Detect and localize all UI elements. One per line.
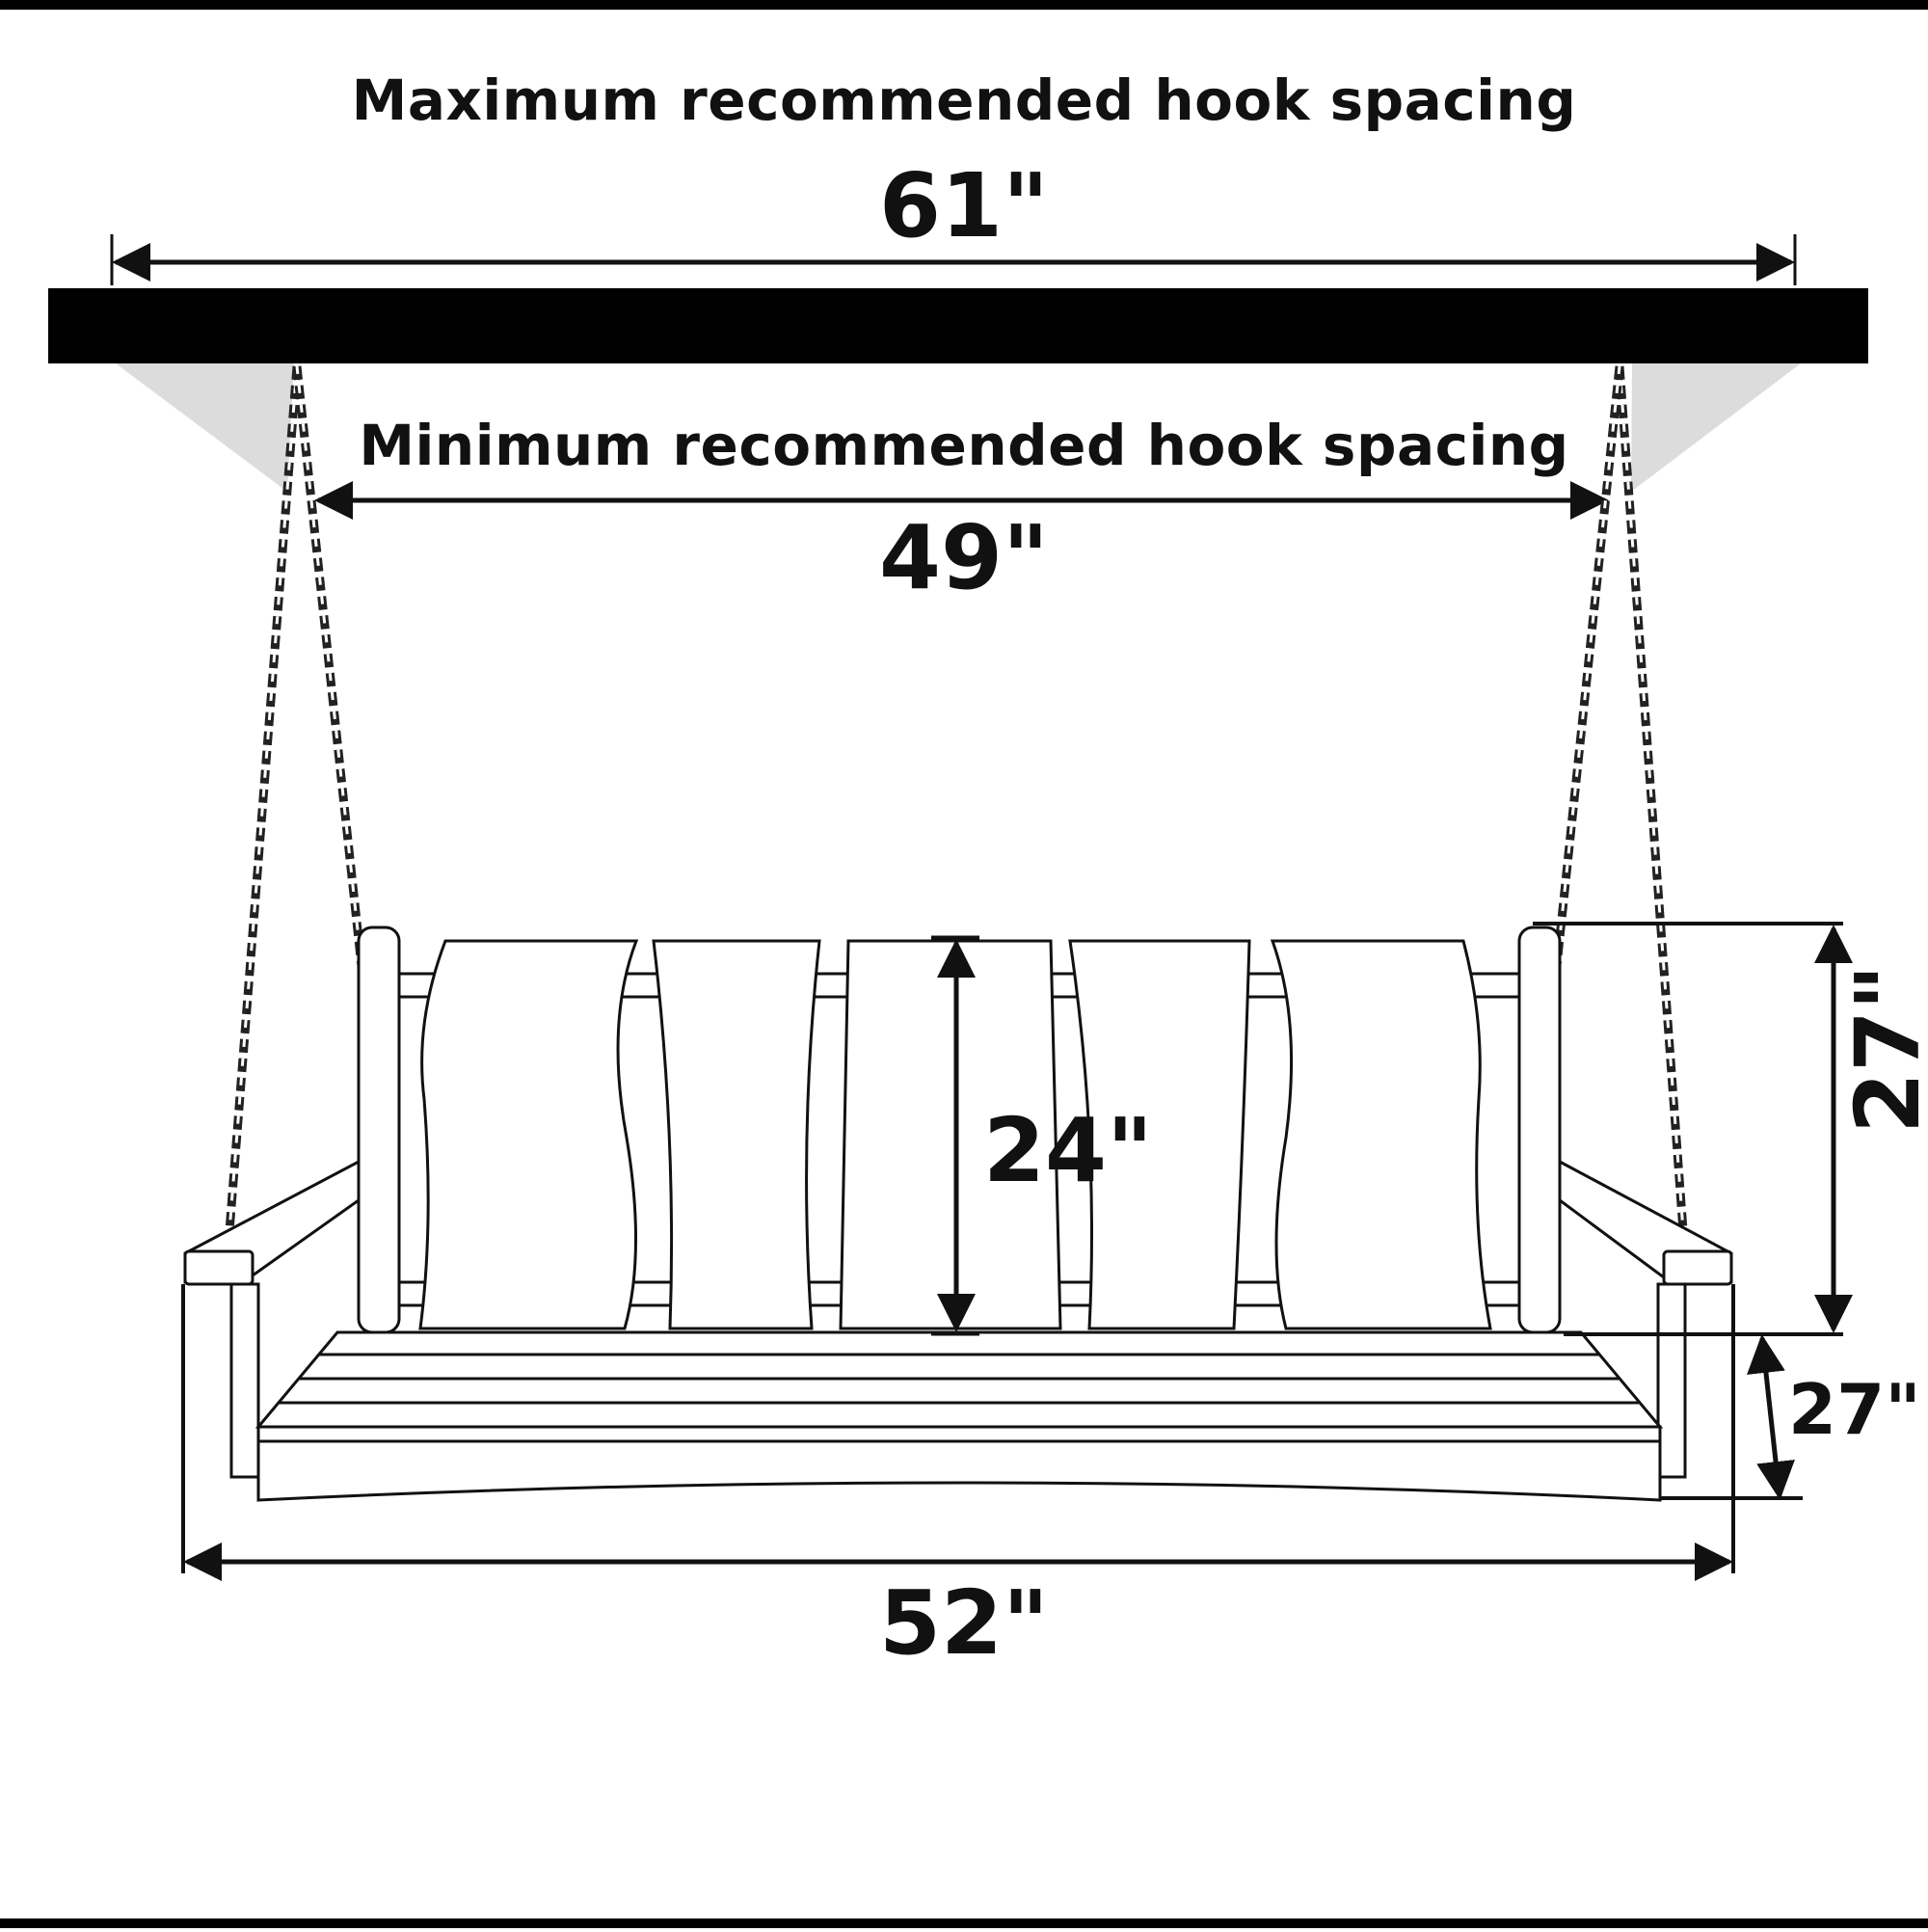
swing-width-dimension-line [181, 1284, 1735, 1581]
left-inner-chain-core [295, 365, 366, 994]
right-outer-chain [1615, 365, 1689, 1245]
seat-front-apron [256, 1425, 1662, 1502]
back-slat-1 [418, 939, 639, 1330]
max-spacing-value: 61" [879, 154, 1049, 257]
back-slat-2 [652, 939, 821, 1330]
total-height-value: 27" [1836, 964, 1928, 1134]
ceiling-beam [48, 288, 1868, 363]
swing-width-value: 52" [879, 1571, 1049, 1675]
swing-bench [183, 926, 1733, 1502]
max-spacing-heading: Maximum recommended hook spacing [351, 67, 1577, 133]
right-back-post [1517, 926, 1562, 1334]
min-spacing-value: 49" [879, 506, 1049, 609]
seat-depth-value: 27" [1788, 1369, 1921, 1450]
max-spacing-dimension-line [110, 234, 1797, 285]
left-back-post [357, 926, 401, 1334]
left-bracket [116, 363, 294, 492]
left-arm-support [229, 1282, 260, 1479]
back-slat-4 [1068, 939, 1251, 1330]
total-height-dimension-line [1533, 922, 1853, 1336]
back-height-dimension-line [931, 935, 979, 1336]
top-border [0, 0, 1928, 10]
right-outer-chain-core [1618, 365, 1686, 1245]
bottom-border [0, 1919, 1928, 1928]
min-spacing-heading: Minimum recommended hook spacing [359, 413, 1569, 478]
left-outer-chain [224, 365, 302, 1245]
right-bracket [1631, 363, 1801, 492]
chains [224, 365, 1689, 1245]
right-arm-support [1656, 1282, 1687, 1479]
right-arm-tip [1662, 1249, 1733, 1286]
left-outer-chain-core [227, 365, 299, 1245]
right-inner-chain-core [1552, 365, 1621, 994]
left-arm-tip [183, 1249, 254, 1286]
back-slat-5 [1270, 939, 1492, 1330]
back-height-value: 24" [983, 1099, 1153, 1202]
